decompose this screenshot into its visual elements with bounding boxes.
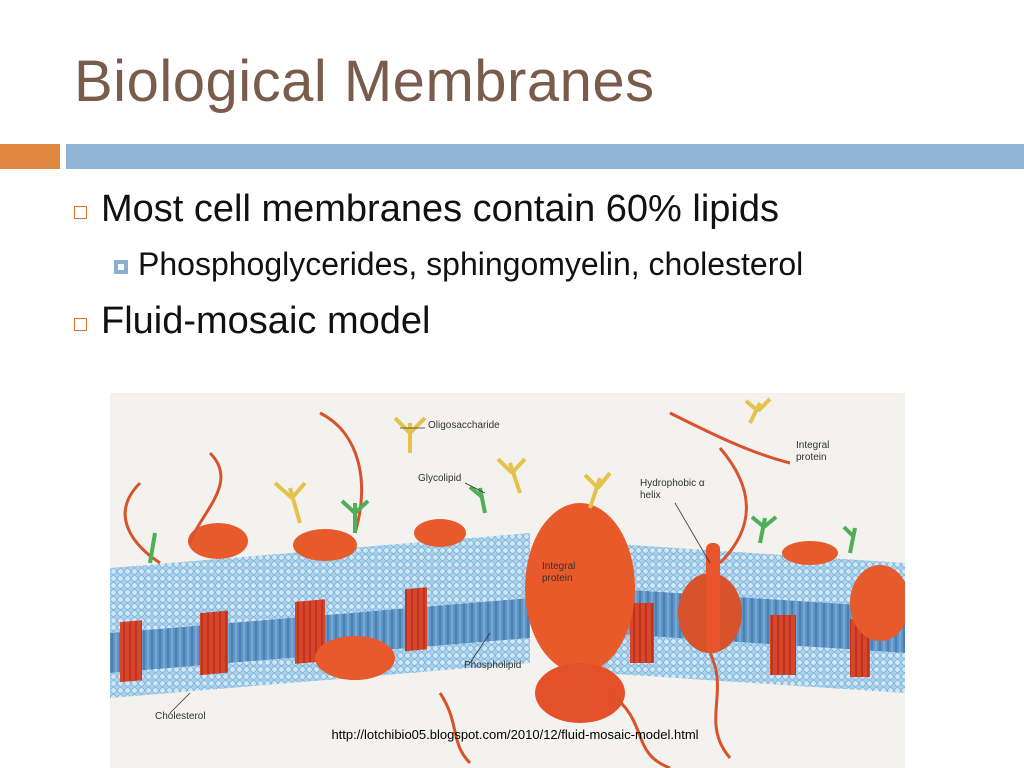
label-oligosaccharide: Oligosaccharide: [428, 420, 500, 431]
bullet-1: Most cell membranes contain 60% lipids: [74, 188, 779, 231]
label-phospholipid: Phospholipid: [464, 660, 522, 671]
sub-bullet-1: Phosphoglycerides, sphingomyelin, choles…: [114, 246, 803, 283]
integral-protein-shape: [525, 503, 635, 673]
membrane-bottom-surface-right: [600, 633, 905, 693]
membrane-core-right: [600, 588, 905, 653]
label-cholesterol: Cholesterol: [155, 711, 206, 722]
membrane-top-surface-left: [110, 533, 530, 633]
label-glycolipid: Glycolipid: [418, 473, 462, 484]
accent-bar-orange: [0, 144, 60, 169]
sub-bullet-square-icon: [114, 259, 128, 274]
slide-title: Biological Membranes: [74, 49, 655, 114]
bullet-square-icon: [74, 318, 87, 331]
sub-bullet-1-text: Phosphoglycerides, sphingomyelin, choles…: [138, 246, 804, 282]
bullet-square-icon: [74, 206, 87, 219]
bullet-2-text: Fluid-mosaic model: [101, 300, 431, 342]
source-url: http://lotchibio05.blogspot.com/2010/12/…: [331, 727, 699, 742]
label-integral-protein-mid: Integral protein: [542, 561, 576, 584]
label-hydrophobic-helix: Hydrophobic α helix: [640, 478, 705, 501]
membrane-illustration: [110, 397, 905, 768]
fluid-mosaic-figure: Oligosaccharide Integral protein Glycoli…: [110, 393, 905, 768]
bullet-2: Fluid-mosaic model: [74, 300, 430, 343]
bullet-1-text: Most cell membranes contain 60% lipids: [101, 188, 779, 230]
accent-bar-blue: [66, 144, 1024, 169]
label-integral-protein-top: Integral protein: [796, 440, 830, 463]
